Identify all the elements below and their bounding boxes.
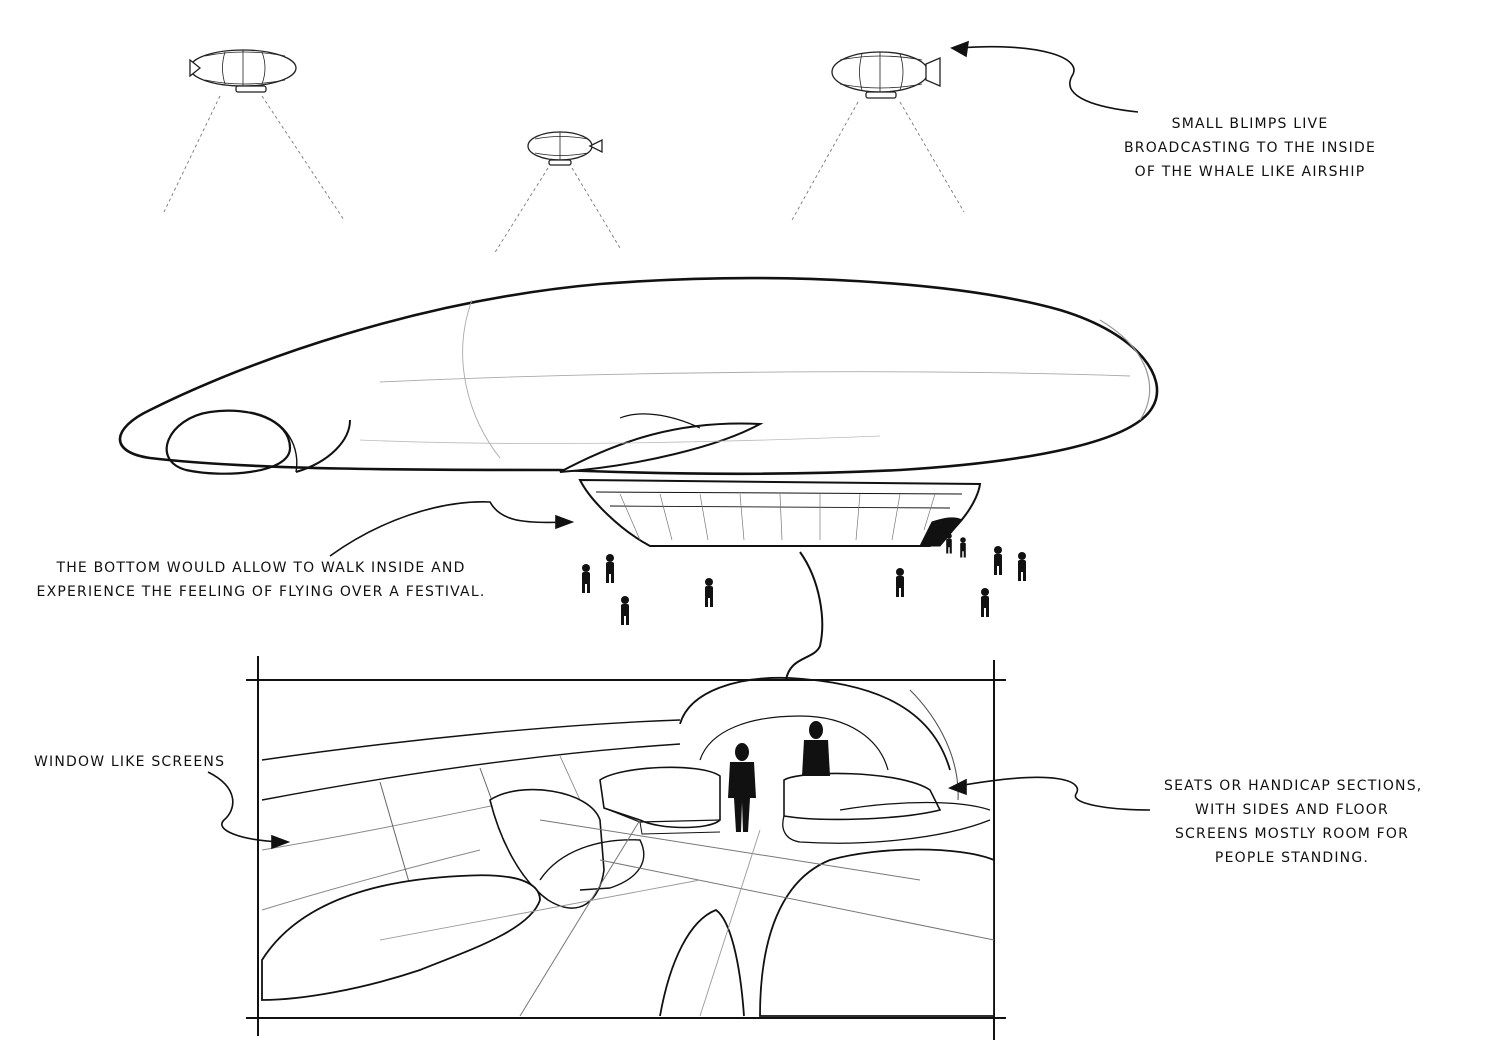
note-line: people standing. (1214, 850, 1370, 866)
note-line: experience the feeling of flying over a … (36, 584, 486, 600)
note-window-screens: Window like screens (34, 750, 234, 774)
arrow-blimp-note (950, 40, 1139, 113)
broadcast-blimp-right (791, 51, 965, 221)
connector-line (785, 551, 824, 681)
note-line: broadcasting to the inside (1124, 140, 1376, 156)
note-seats-sections: Seats or handicap sections, with sides a… (1164, 774, 1423, 870)
arrow-bottom-note (329, 501, 575, 557)
note-line: Window like screens (34, 754, 226, 770)
interior-view (246, 656, 1006, 1040)
note-line: of the whale like airship (1134, 164, 1366, 180)
arrow-screens-note (207, 771, 291, 850)
whale-airship (118, 276, 1159, 547)
note-line: Seats or handicap sections, (1164, 778, 1423, 794)
note-line: The bottom would allow to walk inside an… (56, 560, 466, 576)
note-small-blimps: Small blimps live broadcasting to the in… (1120, 112, 1380, 184)
interior-people (728, 721, 830, 832)
standing-people (582, 533, 1026, 625)
note-line: Small blimps live (1171, 116, 1329, 132)
note-line: with sides and floor (1195, 802, 1389, 818)
note-bottom-walk-inside: The bottom would allow to walk inside an… (26, 556, 496, 604)
broadcast-blimp-left (163, 49, 345, 221)
arrow-seats-note (948, 776, 1151, 811)
broadcast-blimp-center (493, 131, 621, 255)
note-line: screens mostly room for (1174, 826, 1410, 842)
